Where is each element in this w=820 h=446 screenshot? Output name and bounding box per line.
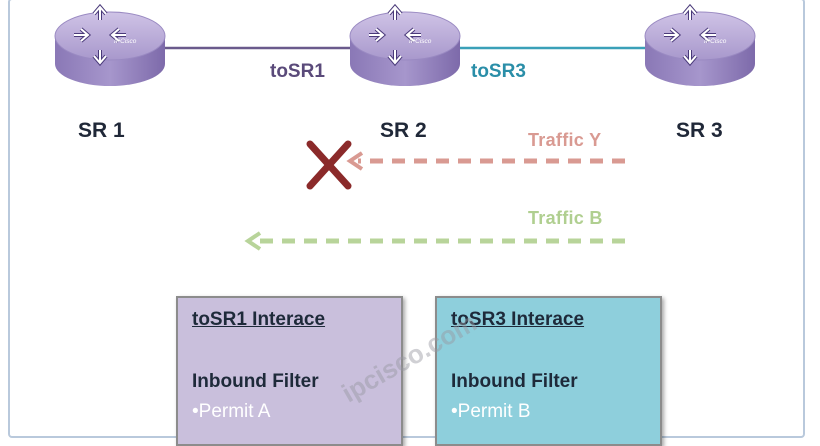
interface-filter-tosr3: Inbound Filter xyxy=(451,371,578,392)
diagram-lines xyxy=(160,46,645,251)
blocked-x-icon xyxy=(306,140,352,190)
router-sr2-label: SR 2 xyxy=(380,119,427,142)
router-sr2-icon: IPCisco xyxy=(349,3,461,86)
link-label-tosr1: toSR1 xyxy=(270,61,325,82)
diagram-canvas: IPCisco IPCisco IPCisco xyxy=(8,0,805,446)
interface-box-tosr1: toSR1 Interace Inbound Filter •Permit A xyxy=(176,296,403,446)
traffic-y-arrowhead xyxy=(346,151,364,171)
router-sr3-badge: IPCisco xyxy=(704,38,727,45)
interface-rule-tosr3: •Permit B xyxy=(451,401,531,422)
traffic-b-arrowhead xyxy=(244,231,262,251)
interface-rule-tosr1: •Permit A xyxy=(192,401,271,422)
router-sr3-icon: IPCisco xyxy=(644,3,756,86)
router-sr1-badge: IPCisco xyxy=(114,38,137,45)
router-sr3-label: SR 3 xyxy=(676,119,723,142)
link-label-tosr3: toSR3 xyxy=(471,61,526,82)
router-sr2-badge: IPCisco xyxy=(409,38,432,45)
interface-title-tosr3: toSR3 Interace xyxy=(451,309,585,330)
traffic-y-label: Traffic Y xyxy=(528,130,602,150)
router-sr1-label: SR 1 xyxy=(78,119,125,142)
traffic-b-label: Traffic B xyxy=(528,208,603,228)
interface-filter-tosr1: Inbound Filter xyxy=(192,371,319,392)
interface-title-tosr1: toSR1 Interace xyxy=(192,309,326,330)
router-sr1-icon: IPCisco xyxy=(54,3,166,86)
